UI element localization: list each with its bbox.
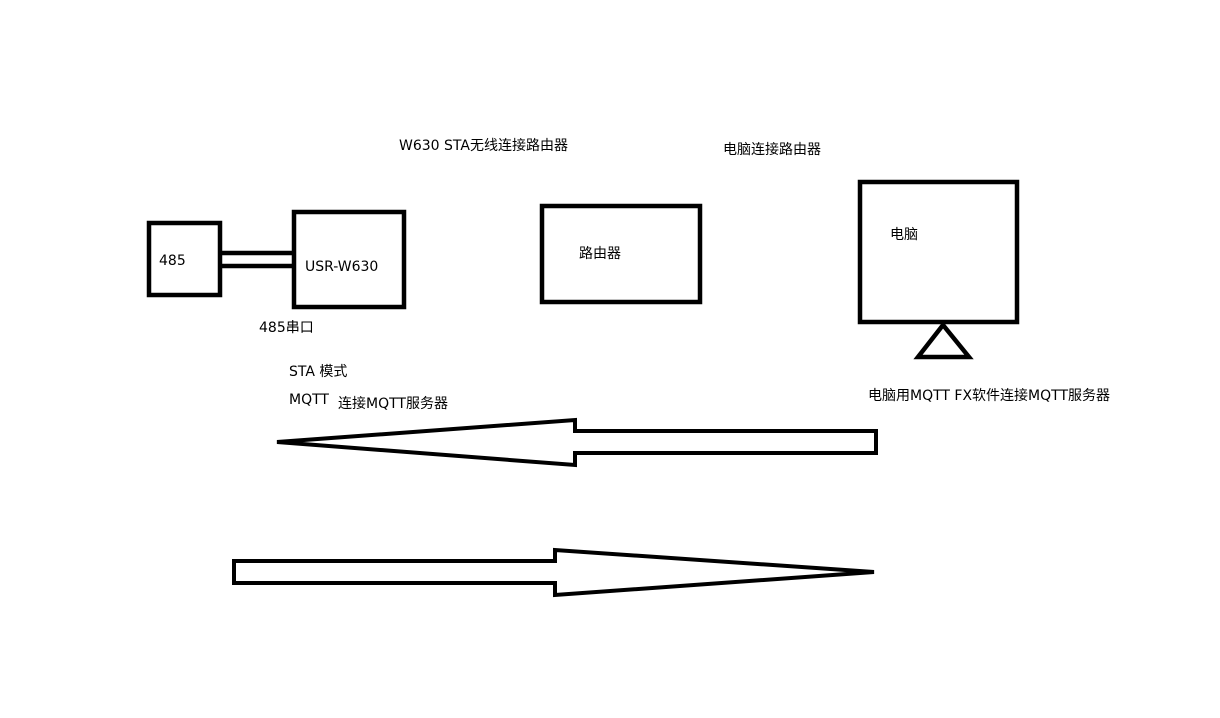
computer-monitor-box [857,179,1020,325]
serial-port-label: 485串口 [259,320,314,336]
serial-connector [220,250,293,269]
usr-w630-box [291,209,407,310]
mqtt-connect-label: 连接MQTT服务器 [338,395,448,412]
device-485-label: 485 [159,253,186,269]
router: 路由器 [539,203,703,305]
left-arrow [276,417,878,468]
router-box [539,203,703,305]
computer-label: 电脑 [890,227,918,243]
sta-mode-label: STA 模式 [289,364,347,380]
device-485-box [146,220,223,298]
usr-w630-label: USR-W630 [305,259,378,275]
mqtt-label: MQTT [289,392,329,408]
pc-link-label: 电脑连接路由器 [723,141,821,158]
monitor-stand-icon [913,321,974,360]
device-485: 485 [146,220,223,298]
device-usr-w630: USR-W630 [291,209,407,310]
pc-mqtt-label: 电脑用MQTT FX软件连接MQTT服务器 [868,387,1110,404]
router-label: 路由器 [579,246,621,262]
wifi-link-label: W630 STA无线连接路由器 [399,137,568,154]
right-arrow [232,547,875,598]
computer: 电脑 [857,179,1020,360]
